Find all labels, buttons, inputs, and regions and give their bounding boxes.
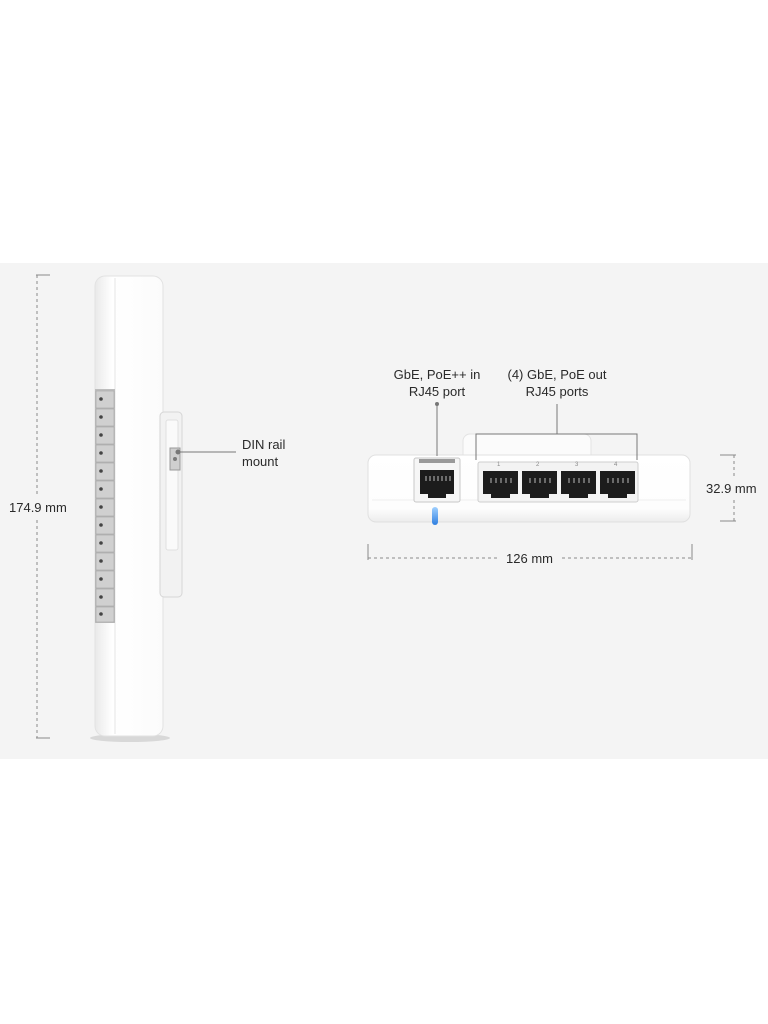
- din-rail-callout: DIN rail mount: [242, 436, 285, 470]
- side-view-device: [90, 275, 183, 742]
- uplink-leader: [435, 402, 439, 456]
- uplink-callout-line1: GbE, PoE++ in: [393, 367, 481, 382]
- front-view-device: [367, 433, 691, 525]
- din-rail-callout-line1: DIN rail: [242, 437, 286, 452]
- downlink-callout: (4) GbE, PoE out RJ45 ports: [497, 366, 617, 400]
- downlink-callout-line2: RJ45 ports: [525, 384, 589, 399]
- din-rail-leader: [175, 449, 236, 455]
- downlink-rj45-ports: [477, 461, 639, 503]
- downlink-bracket: [475, 404, 638, 460]
- uplink-callout: GbE, PoE++ in RJ45 port: [382, 366, 492, 400]
- uplink-callout-line2: RJ45 port: [408, 384, 466, 399]
- depth-label: 32.9 mm: [706, 480, 757, 497]
- side-vent-strip: [95, 389, 115, 623]
- status-led: [432, 507, 438, 525]
- downlink-callout-line1: (4) GbE, PoE out: [507, 367, 607, 382]
- din-rail-callout-line2: mount: [242, 454, 279, 469]
- width-label: 126 mm: [506, 551, 553, 566]
- port-number-4: 4: [614, 462, 618, 468]
- port-number-3: 3: [575, 462, 579, 468]
- uplink-rj45-port: [413, 457, 461, 503]
- width-dimension: [367, 544, 693, 560]
- depth-dimension: [720, 454, 736, 522]
- height-dimension: [36, 274, 50, 739]
- port-number-1: 1: [497, 462, 501, 468]
- height-label: 174.9 mm: [8, 499, 68, 516]
- port-number-2: 2: [536, 462, 540, 468]
